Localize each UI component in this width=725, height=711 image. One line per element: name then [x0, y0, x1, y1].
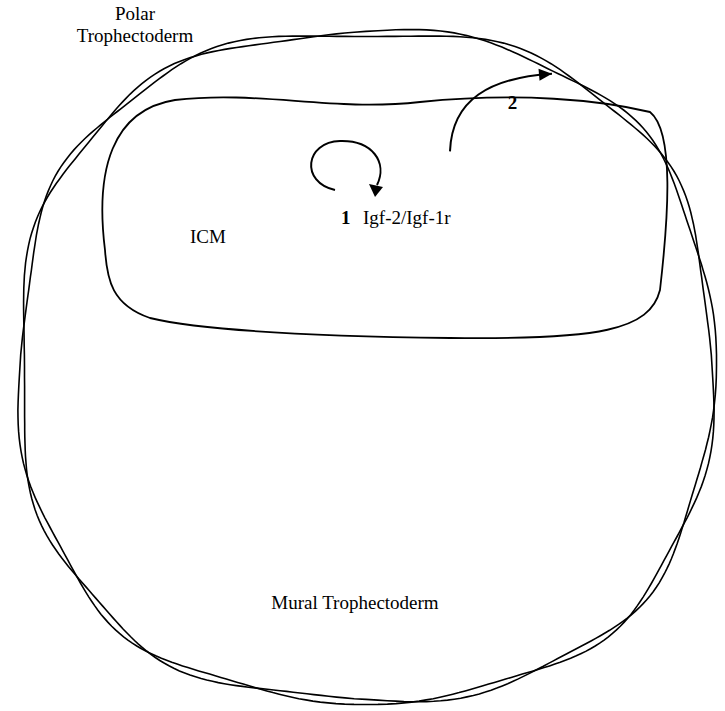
callout-number: 2	[508, 92, 518, 114]
region-label: Mural Trophectoderm	[220, 592, 490, 614]
membrane-strand	[18, 36, 714, 704]
blastocyst-outline: Polar TrophectodermMural TrophectodermIC…	[15, 30, 715, 702]
membrane-strand	[24, 30, 717, 702]
signal-name: Igf-2/Igf-1r	[363, 207, 451, 229]
autocrine-loop-arrow	[311, 141, 380, 190]
callout-number: 1	[341, 207, 351, 229]
region-label: Polar Trophectoderm	[60, 3, 210, 47]
arrowhead	[539, 69, 552, 81]
loop-arrowhead	[369, 184, 383, 197]
arrow-line	[450, 74, 552, 152]
icm-boundary	[102, 97, 667, 338]
signal-arrow	[450, 69, 552, 151]
region-label: ICM	[190, 226, 280, 248]
